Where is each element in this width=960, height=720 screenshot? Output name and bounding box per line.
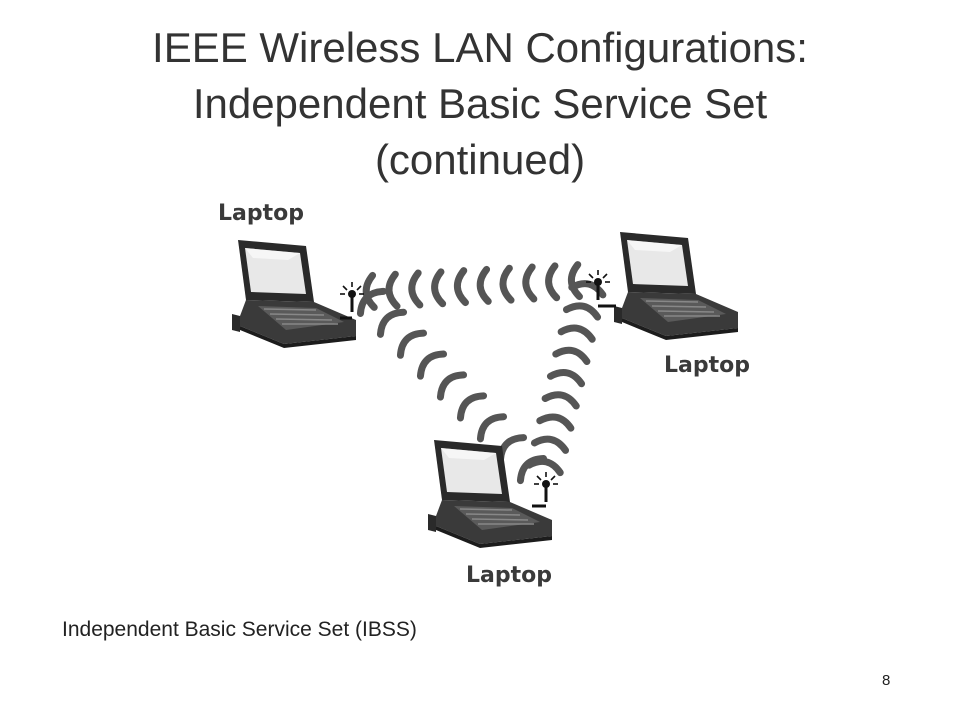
figure-caption: Independent Basic Service Set (IBSS) [62,618,417,641]
wave-arc [376,308,408,338]
antenna-icon [584,268,616,308]
wave-arc [408,269,424,309]
wave-arc [557,324,596,343]
wave-arc [546,369,586,388]
wave-arc [476,413,508,443]
title-line-1: IEEE Wireless LAN Configurations: [152,24,808,71]
wave-arc [396,329,428,359]
wave-arc [362,271,378,311]
wave-arc [541,391,580,410]
wave-arc [522,263,538,303]
title-line-3: (continued) [374,136,586,183]
laptop-node-top-right: Laptop [584,231,750,378]
title-line-2: Independent Basic Service Set [192,80,768,127]
laptop-label-top-left: Laptop [218,201,304,226]
wave-arc [356,287,388,318]
laptop-icon [231,239,357,349]
wireless-wave-links [356,261,607,485]
laptop-node-bottom: Laptop [427,439,560,588]
page-number: 8 [882,672,891,689]
wave-arc [499,264,515,304]
wave-link-top-left-top-right [362,261,583,311]
wave-link-top-right-bottom [525,280,607,477]
wave-arc [453,267,469,307]
antenna-icon [338,280,366,320]
wave-arc [385,270,401,310]
laptop-label-bottom: Laptop [466,563,552,588]
wave-arc [536,413,575,432]
antenna-icon [532,470,560,508]
wave-arc [456,392,488,422]
laptop-label-top-right: Laptop [664,353,750,378]
wave-arc [431,268,447,308]
wave-arc [496,434,528,464]
wave-arc [476,265,492,305]
laptop-icon [427,439,553,549]
wave-arc [562,302,602,321]
wave-arc [567,261,583,301]
wave-arc [530,435,570,454]
wave-arc [436,371,468,401]
wave-arc [416,350,448,380]
slide-title: IEEE Wireless LAN Configurations: Indepe… [0,20,960,188]
wave-arc [545,262,561,302]
wave-arc [568,280,607,299]
wave-arc [552,346,591,366]
laptop-icon [613,231,739,341]
wave-arc [525,457,564,477]
laptop-node-top-left: Laptop [218,201,366,349]
